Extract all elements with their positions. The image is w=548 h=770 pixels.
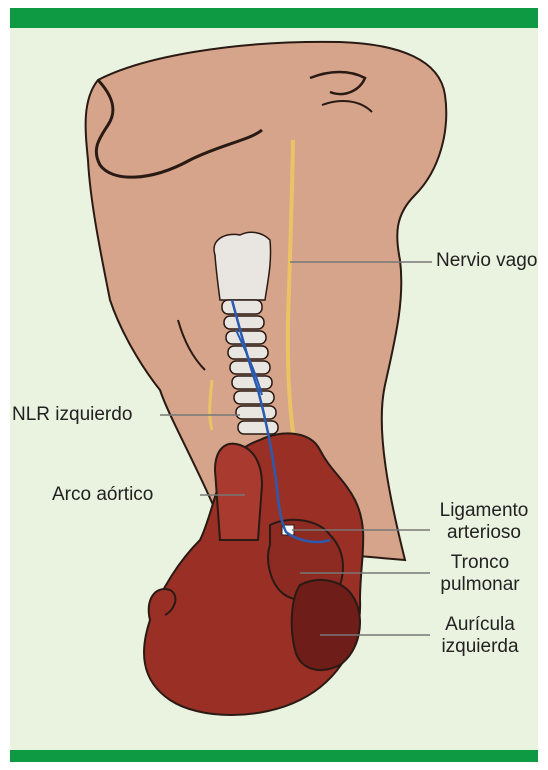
label-ligamento-line2: arterioso (434, 522, 534, 544)
label-nlr-izquierdo: NLR izquierdo (12, 404, 132, 426)
label-ligamento-line1: Ligamento (434, 500, 534, 522)
label-arco-aortico: Arco aórtico (52, 484, 153, 506)
label-ligamento-arterioso: Ligamento arterioso (434, 500, 534, 544)
label-tronco-line2: pulmonar (430, 574, 530, 596)
label-auricula-line1: Aurícula (430, 614, 530, 636)
label-auricula-izquierda: Aurícula izquierda (430, 614, 530, 658)
label-tronco-line1: Tronco (430, 552, 530, 574)
label-tronco-pulmonar: Tronco pulmonar (430, 552, 530, 596)
label-nervio-vago: Nervio vago (436, 250, 537, 272)
label-auricula-line2: izquierda (430, 636, 530, 658)
heart (144, 433, 363, 715)
